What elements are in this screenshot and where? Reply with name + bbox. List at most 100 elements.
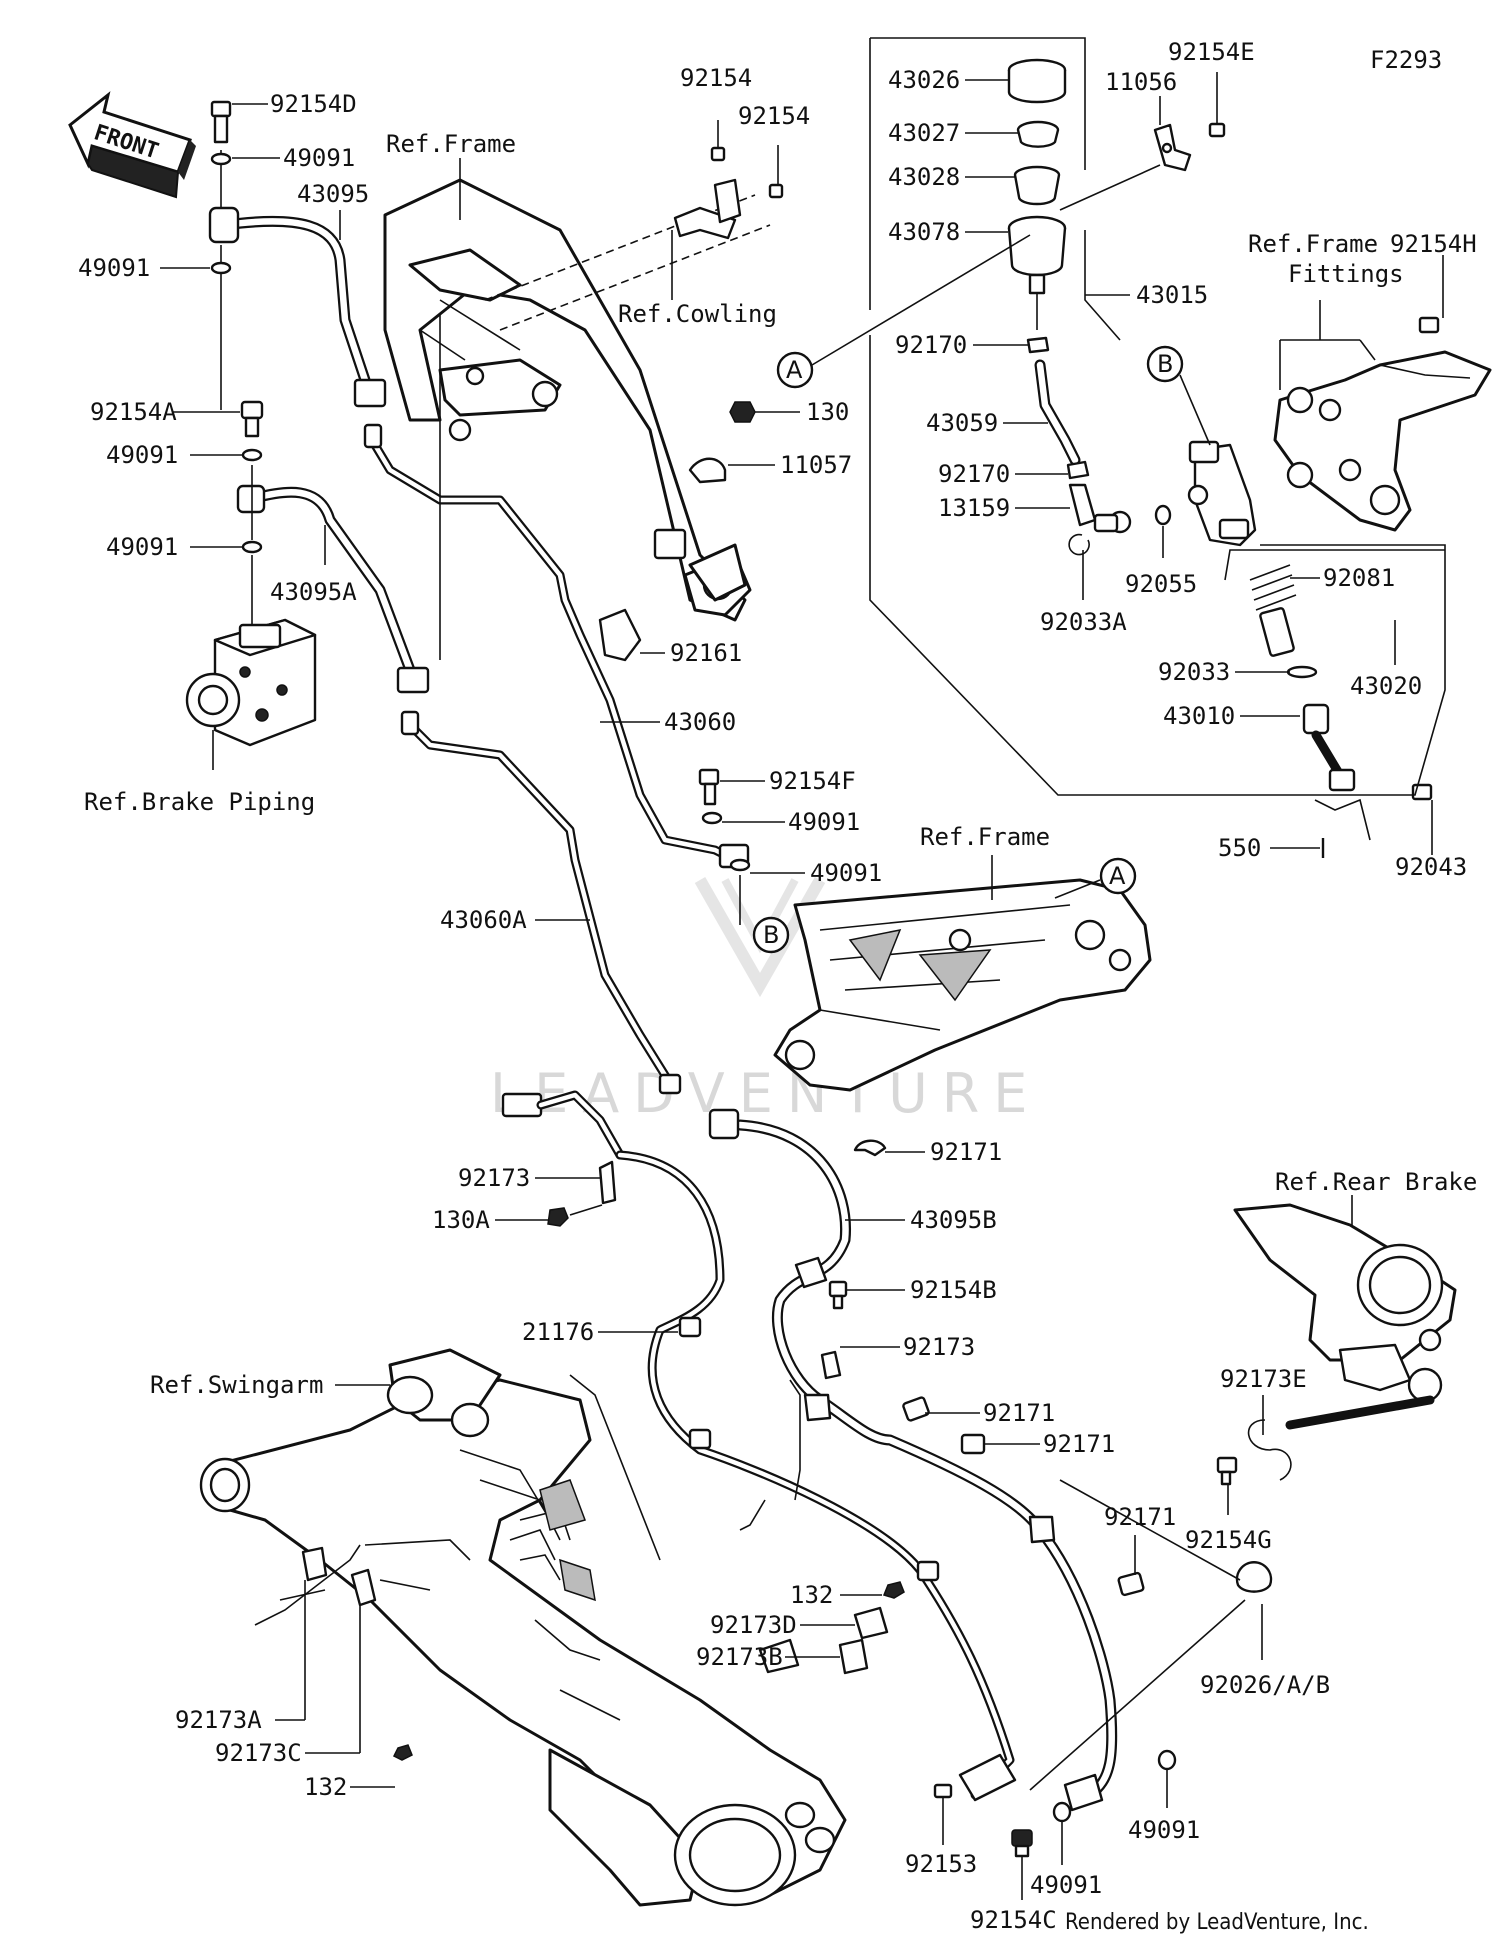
label-92173C: 92173C (215, 1739, 302, 1767)
label-130A: 130A (432, 1206, 490, 1234)
label-92154B: 92154B (910, 1276, 997, 1304)
label-92153: 92153 (905, 1850, 977, 1878)
credit-text: Rendered by LeadVenture, Inc. (1065, 1910, 1369, 1935)
label-49091-f: 49091 (810, 859, 882, 887)
clamp-11057 (688, 457, 727, 484)
frame-middle (773, 878, 1152, 1092)
label-ref-cowling: Ref.Cowling (618, 300, 777, 328)
abs-unit (185, 618, 317, 770)
label-92043: 92043 (1395, 853, 1467, 881)
label-92026: 92026/A/B (1200, 1671, 1330, 1699)
label-ref-frame-top: Ref.Frame (386, 130, 516, 158)
label-11056: 11056 (1105, 68, 1177, 96)
swingarm-clamp (758, 1638, 800, 1674)
bolt-130A (547, 1207, 569, 1227)
callout-A-mid: A (1099, 857, 1137, 895)
pushrod-43010 (1302, 703, 1356, 792)
callout-B-top: B (1146, 345, 1184, 383)
label-92154F: 92154F (769, 767, 856, 795)
clamp-92173B (838, 1638, 869, 1675)
label-92170-a: 92170 (895, 331, 967, 359)
frame-top (383, 178, 752, 622)
clamp-92171-c (960, 1433, 986, 1455)
cable-21176 (615, 1150, 1017, 1802)
bolt-92154D (210, 100, 232, 410)
callout-B-mid: B (752, 916, 790, 954)
label-550: 550 (1218, 834, 1261, 862)
label-92171-a: 92171 (930, 1138, 1002, 1166)
svg-text:B: B (1157, 350, 1173, 378)
bolt-92154F (698, 768, 720, 806)
washer-49091-h (1157, 1749, 1177, 1771)
front-arrow: FRONT (68, 91, 196, 199)
hose-43095 (208, 206, 387, 408)
svg-text:A: A (1109, 862, 1126, 890)
clip-92170-a (1026, 336, 1050, 354)
label-132-a: 132 (790, 1581, 833, 1609)
clamp-92173C (350, 1568, 377, 1607)
fitting-13159 (1068, 483, 1132, 534)
label-92173-b: 92173 (903, 1333, 975, 1361)
label-49091-e: 49091 (788, 808, 860, 836)
label-43095A: 43095A (270, 578, 357, 606)
diagram-code: F2293 (1370, 46, 1442, 74)
bolt-92154A (240, 400, 264, 438)
label-43078: 43078 (888, 218, 960, 246)
label-92173E: 92173E (1220, 1365, 1307, 1393)
swingarm (199, 1348, 847, 1907)
label-ref-frame-fittings-2: Fittings (1288, 260, 1404, 288)
label-92055: 92055 (1125, 570, 1197, 598)
washer-49091-e (701, 811, 723, 825)
label-92154D: 92154D (270, 90, 357, 118)
clamp-92171-d (1117, 1571, 1145, 1597)
label-ref-rear-brake: Ref.Rear Brake (1275, 1168, 1477, 1196)
label-49091-h: 49091 (1128, 1816, 1200, 1844)
label-43060: 43060 (664, 708, 736, 736)
callout-A-top: A (776, 351, 814, 389)
rear-brake-assembly (1233, 1203, 1457, 1481)
washer-49091-f (729, 858, 751, 872)
label-ref-brake-piping: Ref.Brake Piping (84, 788, 315, 816)
label-92154E: 92154E (1168, 38, 1255, 66)
svg-text:B: B (763, 921, 779, 949)
label-92154G: 92154G (1185, 1526, 1272, 1554)
pushrod-43020 (1249, 564, 1297, 657)
label-92081: 92081 (1323, 564, 1395, 592)
bracket-92173-a (569, 1160, 617, 1216)
oring-92055 (1154, 504, 1172, 526)
label-130: 130 (806, 398, 849, 426)
clamp-bracket (653, 528, 687, 560)
label-92154-b: 92154 (738, 102, 810, 130)
label-92173D: 92173D (710, 1611, 797, 1639)
reservoir-43078 (1007, 215, 1067, 295)
label-43095: 43095 (297, 180, 369, 208)
clamp-92173A (301, 1546, 328, 1582)
label-92171-c: 92171 (1043, 1430, 1115, 1458)
bolt-92154H (1418, 316, 1440, 334)
pipe-43060A (400, 710, 682, 1095)
label-49091-b: 49091 (78, 254, 150, 282)
label-43010: 43010 (1163, 702, 1235, 730)
label-92154C: 92154C (970, 1906, 1057, 1934)
label-92154-a: 92154 (680, 64, 752, 92)
label-92173B: 92173B (696, 1643, 783, 1671)
frame-tube-end (688, 543, 747, 602)
label-ref-swingarm: Ref.Swingarm (150, 1371, 323, 1399)
label-92033: 92033 (1158, 658, 1230, 686)
bolt-92153 (933, 1783, 953, 1799)
clamp-92171-a (853, 1139, 887, 1157)
bolt-92154E (1208, 122, 1226, 138)
hose-43095A (236, 484, 430, 694)
clip-92170-b (1066, 460, 1090, 480)
sensor-connector (501, 1090, 625, 1160)
bolt-92154B (828, 1280, 848, 1310)
label-132-b: 132 (304, 1773, 347, 1801)
label-92171-d: 92171 (1104, 1503, 1176, 1531)
label-92170-b: 92170 (938, 460, 1010, 488)
clamp-92173D (853, 1606, 889, 1640)
label-43020: 43020 (1350, 672, 1422, 700)
label-43026: 43026 (888, 66, 960, 94)
label-49091-c: 49091 (106, 441, 178, 469)
label-11057: 11057 (780, 451, 852, 479)
